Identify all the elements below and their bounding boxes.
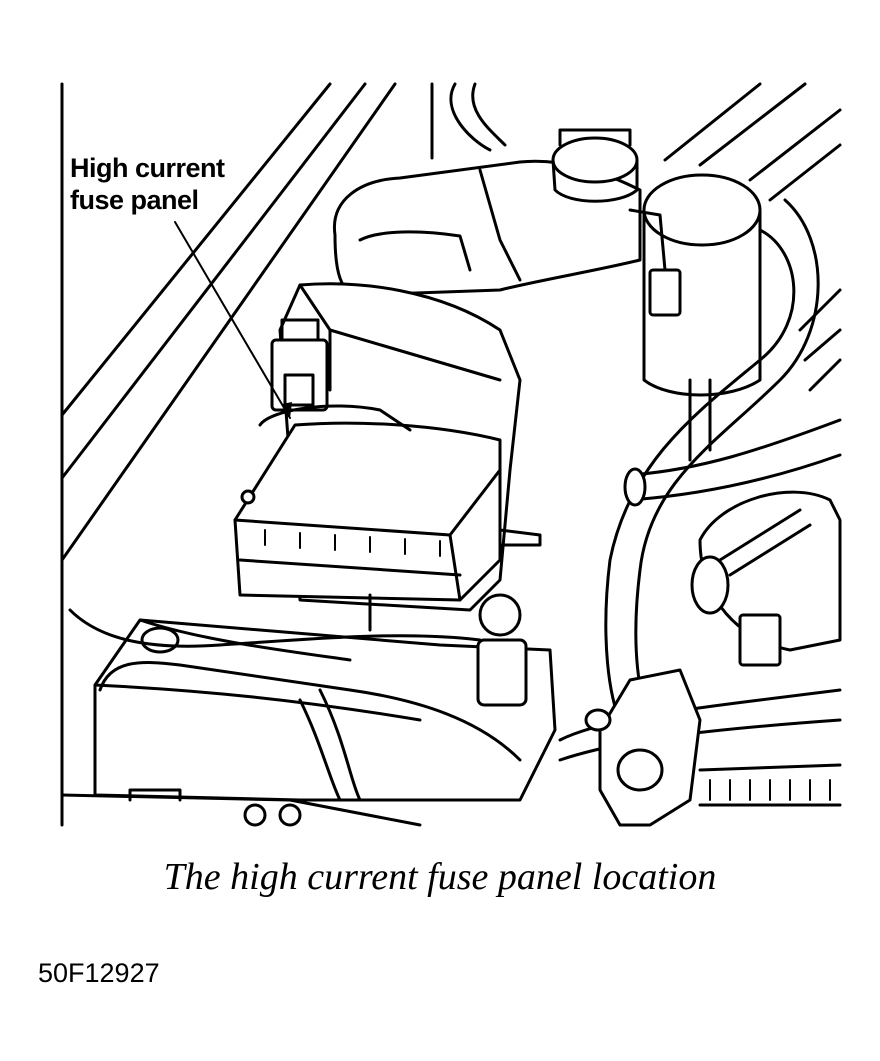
radiator-hose [604, 198, 820, 722]
coolant-reservoir [332, 82, 642, 297]
bolts [243, 803, 302, 827]
fuse-panel-callout-label: High current fuse panel [70, 152, 225, 216]
wiring-harness [68, 608, 522, 802]
engine-compartment-illustration [60, 82, 842, 827]
callout-line-1: High current [70, 153, 225, 183]
fuse-panel-connector [270, 318, 329, 412]
radiator-support [558, 668, 842, 827]
fluid-reservoir-cylinder [628, 173, 762, 462]
ignition-components [690, 490, 842, 667]
figure-caption: The high current fuse panel location [163, 856, 717, 898]
callout-arrowhead [282, 402, 292, 418]
figure-id: 50F12927 [38, 958, 160, 988]
vacuum-line [623, 418, 842, 507]
callout-line-2: fuse panel [70, 185, 199, 215]
callout-leader-line [174, 221, 291, 419]
right-frame-tubes [663, 82, 842, 392]
battery-tray [93, 618, 557, 802]
high-current-fuse-panel [233, 404, 542, 632]
reservoir-cap [551, 128, 639, 203]
hose-fitting [476, 593, 528, 707]
